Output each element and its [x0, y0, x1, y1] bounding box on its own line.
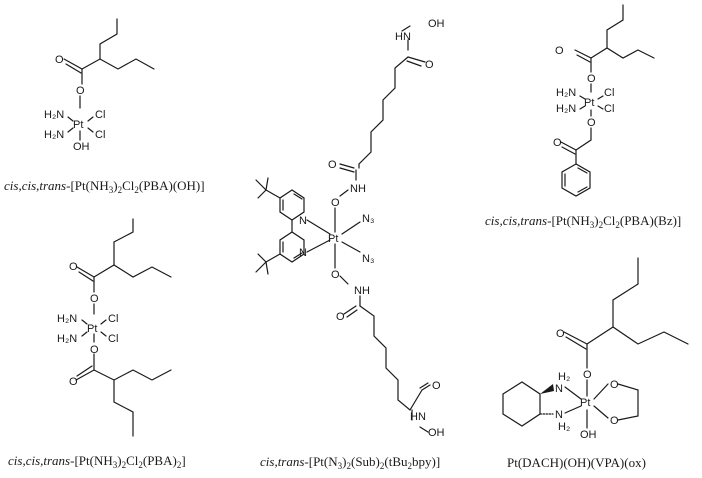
stereo-prefix: cis,cis,trans: [8, 453, 71, 468]
stereo-prefix: cis,cis,trans: [4, 178, 67, 193]
c1-atom-o-carbonyl: O: [55, 54, 64, 66]
compound-2-structure: O O H₂N H₂N Pt Cl Cl O O: [57, 218, 172, 437]
c5-atom-o-ox-bot: O: [610, 415, 619, 427]
c3-atom-nh-bot: NH: [354, 285, 370, 297]
compound-3-caption: cis,trans-[Pt(N3)2(Sub)2(tBu2bpy)]: [260, 454, 441, 471]
c5-atom-n-top: N: [555, 383, 563, 395]
c5-atom-h2-bot: H₂: [558, 421, 570, 433]
compound-5-structure: O O H₂ N N H₂ Pt O O OH: [502, 257, 689, 441]
compound-4-caption: cis,cis,trans-[Pt(NH3)2Cl2(PBA)(Bz)]: [485, 213, 682, 230]
c1-atom-o-ester: O: [76, 85, 85, 97]
c3-atom-o-top-amide: O: [328, 159, 337, 171]
c1-atom-cl-top: Cl: [95, 109, 105, 121]
compound-1-structure: O O H₂N H₂N Pt Cl Cl OH: [44, 18, 155, 153]
c2-atom-o-carbonyl-top: O: [69, 261, 78, 273]
c2-atom-nh2-bot: H₂N: [57, 333, 77, 345]
c5-atom-o-ox-top: O: [610, 379, 619, 391]
wedge-bond: [540, 384, 554, 394]
c2-atom-o-carbonyl-bot: O: [69, 376, 78, 388]
c4-atom-o-carbonyl: O: [555, 45, 564, 57]
c3-atom-n3-bot: N₃: [362, 253, 374, 265]
c3-atom-o-bot-link: O: [331, 269, 340, 281]
c3-atom-hn-bot: HN: [410, 411, 426, 423]
c3-atom-pt: Pt: [328, 233, 338, 245]
c3-atom-o-bot-amide: O: [336, 311, 345, 323]
c1-atom-nh2-top: H₂N: [44, 109, 64, 121]
c1-atom-cl-bot: Cl: [95, 129, 105, 141]
c2-atom-pt: Pt: [87, 323, 97, 335]
c5-atom-oh: OH: [580, 429, 597, 441]
compound-1-caption: cis,cis,trans-[Pt(NH3)2Cl2(PBA)(OH)]: [4, 178, 205, 195]
c3-atom-hn-top: HN: [395, 31, 411, 43]
c2-atom-cl-bot: Cl: [108, 333, 118, 345]
stereo-prefix: cis,cis,trans: [485, 213, 548, 228]
c4-atom-o-ketone: O: [553, 137, 562, 149]
c3-atom-n3-top: N₃: [362, 213, 374, 225]
compound-3-structure: OH HN O O NH O N N Pt N₃ N₃ O NH O O HN …: [255, 18, 445, 439]
compound-5-caption: Pt(DACH)(OH)(VPA)(ox): [507, 455, 646, 470]
c3-atom-oh-top: OH: [428, 18, 445, 30]
c2-atom-o-ester-top: O: [90, 293, 99, 305]
c1-atom-pt: Pt: [73, 119, 83, 131]
c4-atom-pt: Pt: [584, 97, 594, 109]
c4-atom-cl-bot: Cl: [604, 103, 614, 115]
c3-atom-o-bot-carbonyl: O: [432, 380, 441, 392]
c5-atom-n-bot: N: [555, 409, 563, 421]
c3-atom-o-top-carbonyl: O: [425, 59, 434, 71]
c4-atom-nh2-top: H₂N: [556, 87, 576, 99]
c2-atom-o-ester-bot: O: [90, 344, 99, 356]
c5-atom-o-ester: O: [583, 369, 592, 381]
c2-atom-cl-top: Cl: [108, 313, 118, 325]
c2-atom-nh2-top: H₂N: [57, 313, 77, 325]
c3-atom-oh-bot: OH: [428, 427, 445, 439]
compound-4-structure: O O H₂N H₂N Pt Cl Cl O O: [553, 4, 655, 197]
c1-atom-nh2-bot: H₂N: [44, 129, 64, 141]
c3-atom-o-top-link: O: [331, 197, 340, 209]
stereo-prefix: cis,trans: [260, 454, 305, 469]
c3-atom-n-pyr-bot: N: [299, 247, 307, 259]
c3-atom-n-pyr-top: N: [299, 215, 307, 227]
c5-atom-pt: Pt: [580, 397, 590, 409]
c4-atom-nh2-bot: H₂N: [556, 103, 576, 115]
c4-atom-o-ester: O: [587, 73, 596, 85]
c4-atom-o-ether: O: [587, 117, 596, 129]
c4-atom-cl-top: Cl: [604, 87, 614, 99]
c5-atom-h2-top: H₂: [558, 371, 570, 383]
c3-atom-nh-top: NH: [350, 183, 366, 195]
compound-2-caption: cis,cis,trans-[Pt(NH3)2Cl2(PBA)2]: [8, 453, 186, 470]
c5-atom-o-carbonyl: O: [556, 328, 565, 340]
c1-atom-oh: OH: [73, 141, 90, 153]
